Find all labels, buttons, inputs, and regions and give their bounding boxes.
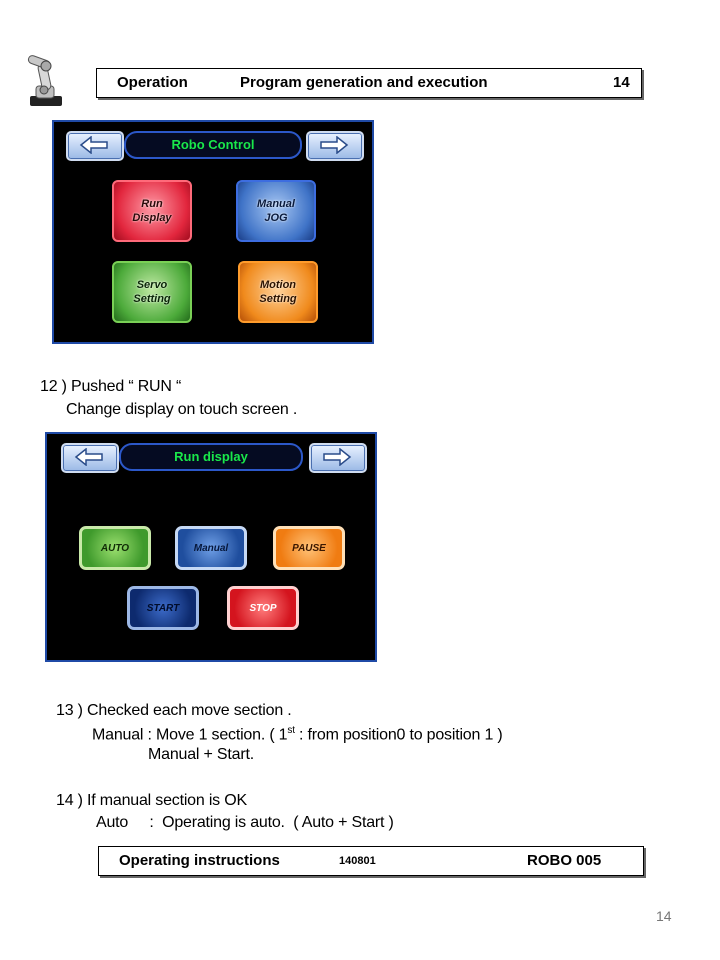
step-14-heading: 14 ) If manual section is OK bbox=[56, 792, 247, 809]
stop-button[interactable]: STOP bbox=[227, 586, 299, 630]
screen-title: Run display bbox=[119, 443, 303, 471]
button-label-line2: Setting bbox=[133, 293, 171, 305]
button-label-line1: Servo bbox=[136, 279, 168, 291]
button-label-line1: Motion bbox=[259, 279, 297, 291]
auto-button[interactable]: AUTO bbox=[79, 526, 151, 570]
header-bar: Operation Program generation and executi… bbox=[96, 68, 642, 98]
page-number: 14 bbox=[656, 908, 672, 924]
header-section: Operation bbox=[117, 74, 188, 91]
start-button[interactable]: START bbox=[127, 586, 199, 630]
footer-label: Operating instructions bbox=[119, 852, 280, 869]
step-12-detail: Change display on touch screen . bbox=[66, 401, 298, 418]
step-14-auto: Auto : Operating is auto. ( Auto + Start… bbox=[96, 814, 394, 831]
arrow-right-icon bbox=[320, 136, 349, 154]
button-label-line2: Setting bbox=[259, 293, 297, 305]
step-13-heading: 13 ) Checked each move section . bbox=[56, 702, 292, 719]
step-13-combo: Manual + Start. bbox=[148, 746, 254, 763]
button-label-line2: Display bbox=[132, 212, 172, 224]
header-title: Program generation and execution bbox=[240, 74, 488, 91]
back-button[interactable] bbox=[61, 443, 119, 473]
arrow-left-icon bbox=[79, 136, 108, 154]
pause-button[interactable]: PAUSE bbox=[273, 526, 345, 570]
screen-title: Robo Control bbox=[124, 131, 302, 159]
button-label-line1: Manual bbox=[257, 198, 295, 210]
back-button[interactable] bbox=[66, 131, 124, 161]
manual-button[interactable]: Manual bbox=[175, 526, 247, 570]
robot-arm-icon bbox=[22, 52, 68, 108]
footer-doc-id: ROBO 005 bbox=[527, 852, 602, 869]
step-13-manual: Manual : Move 1 section. ( 1st : from po… bbox=[92, 725, 503, 744]
forward-button[interactable] bbox=[306, 131, 364, 161]
header-page-number: 14 bbox=[613, 74, 630, 91]
forward-button[interactable] bbox=[309, 443, 367, 473]
run-display-screen: Run display AUTO Manual PAUSE START STOP bbox=[45, 432, 377, 662]
button-label-line1: Run bbox=[141, 198, 163, 210]
arrow-left-icon bbox=[74, 448, 103, 466]
footer-code: 140801 bbox=[339, 855, 376, 867]
footer-bar: Operating instructions 140801 ROBO 005 bbox=[98, 846, 644, 876]
arrow-right-icon bbox=[323, 448, 352, 466]
button-label-line2: JOG bbox=[264, 212, 288, 224]
ordinal-suffix: st bbox=[287, 725, 295, 736]
step-13-manual-range: : from position0 to position 1 ) bbox=[294, 726, 503, 744]
step-12-heading: 12 ) Pushed “ RUN “ bbox=[40, 378, 182, 395]
step-13-manual-text: Manual : Move 1 section. ( 1 bbox=[92, 726, 288, 744]
